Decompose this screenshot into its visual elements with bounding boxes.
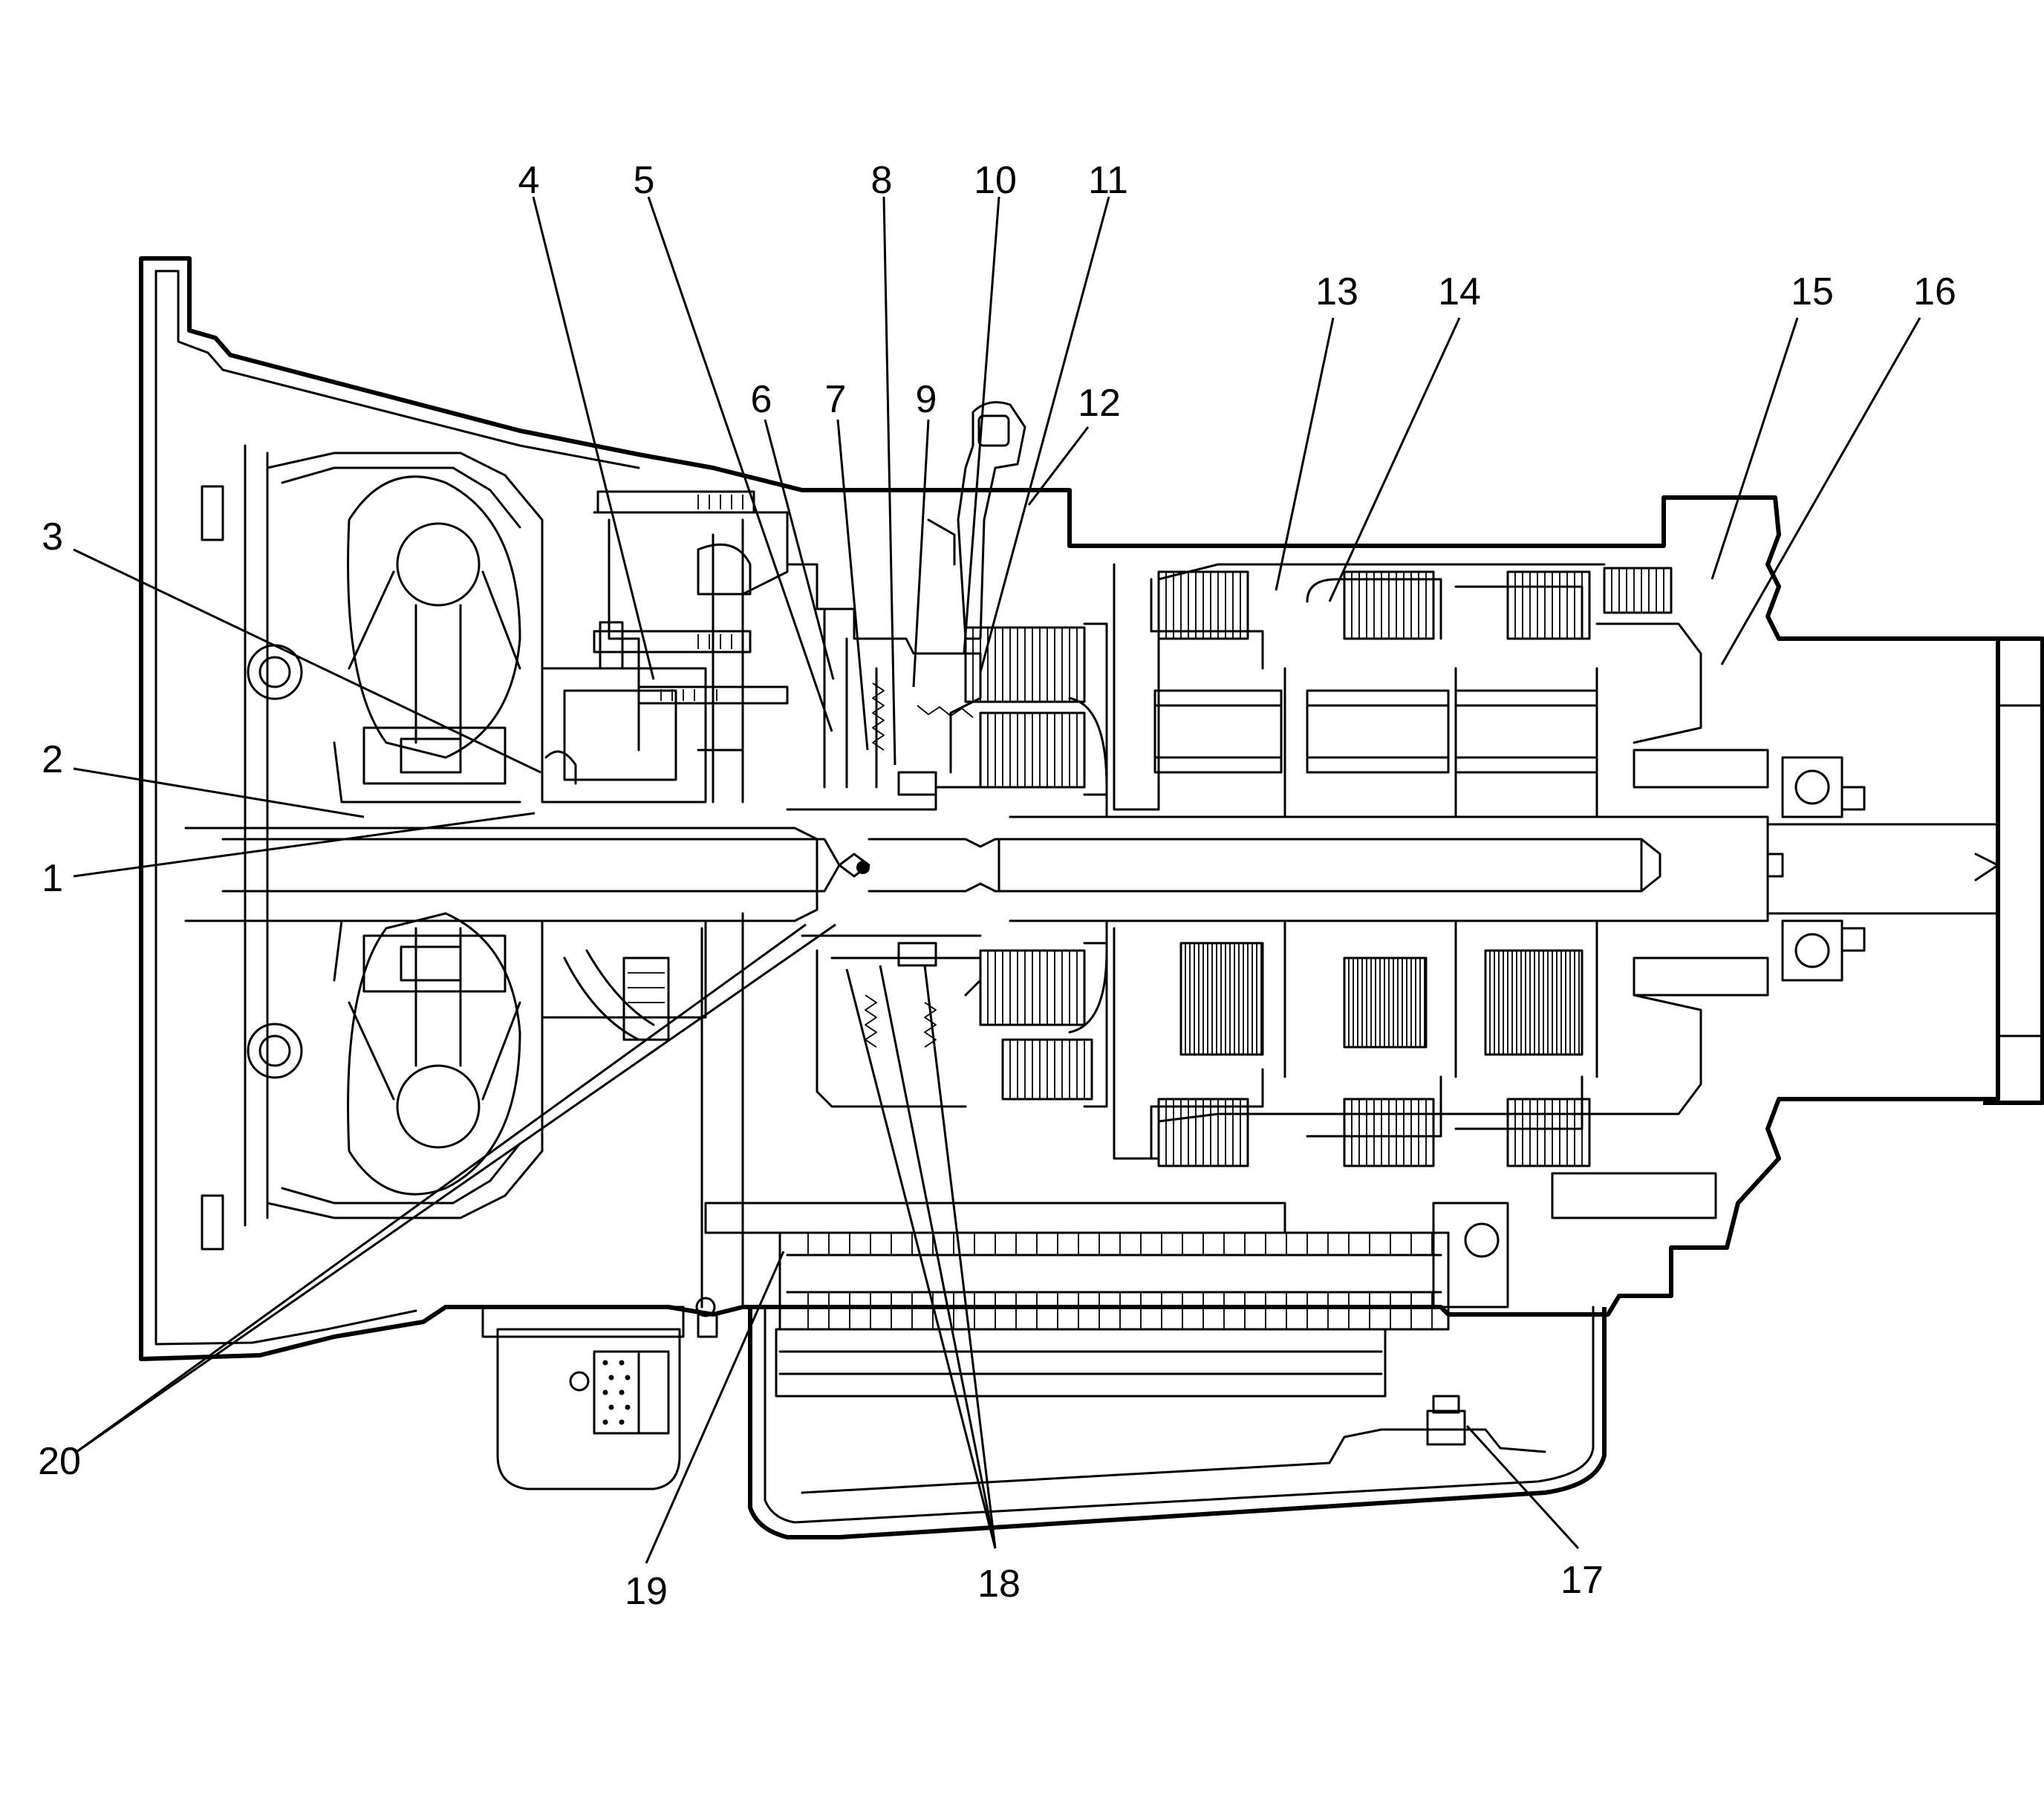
callout-8: 8 (871, 159, 893, 202)
electrical-connector (927, 401, 1026, 640)
leader-lines (73, 196, 1921, 1564)
filter-solenoid-assembly (481, 1297, 718, 1490)
callout-14: 14 (1438, 270, 1481, 313)
clutch-plate-packs (964, 568, 1664, 1166)
callout-labels: 1 2 3 4 5 6 7 8 9 10 11 12 13 14 15 16 1… (38, 159, 1956, 1613)
clutch-plates (972, 568, 1664, 1166)
callout-7: 7 (825, 378, 847, 421)
callout-3: 3 (42, 515, 63, 558)
callout-9: 9 (916, 378, 937, 421)
oil-pan (748, 1306, 1607, 1539)
callout-2: 2 (42, 738, 63, 781)
main-shafts (184, 815, 1999, 922)
callout-6: 6 (751, 378, 772, 421)
planetary-gear-sets (1113, 563, 1866, 1167)
callout-12: 12 (1078, 382, 1121, 425)
callout-18: 18 (977, 1562, 1021, 1606)
gear-teeth-hatching (1185, 943, 1580, 1055)
callout-13: 13 (1315, 270, 1358, 313)
valve-slots (807, 1233, 1433, 1329)
callout-1: 1 (42, 857, 63, 900)
callout-17: 17 (1560, 1559, 1604, 1602)
torque-converter (201, 452, 544, 1251)
callout-11: 11 (1088, 159, 1128, 202)
valve-body (704, 1172, 1717, 1398)
callout-20: 20 (38, 1440, 81, 1483)
callout-15: 15 (1791, 270, 1834, 313)
callout-5: 5 (634, 159, 655, 202)
pump-assembly (541, 490, 789, 1309)
callout-16: 16 (1913, 270, 1956, 313)
clutch-piston-assembly (786, 563, 982, 1108)
callout-19: 19 (625, 1570, 668, 1613)
filter-perforations (602, 1360, 631, 1425)
callout-10: 10 (974, 159, 1017, 202)
callout-4: 4 (518, 159, 540, 202)
